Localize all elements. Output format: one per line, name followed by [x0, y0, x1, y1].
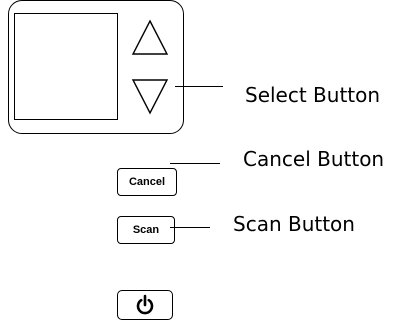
- cancel-button[interactable]: Cancel: [117, 168, 177, 196]
- power-icon: [136, 294, 154, 315]
- cancel-button-label-callout: Cancel Button: [243, 147, 385, 171]
- scan-button-label: Scan: [132, 224, 160, 236]
- power-button[interactable]: [117, 290, 173, 320]
- arrow-buttons: [131, 19, 169, 115]
- triangle-down-icon[interactable]: [131, 79, 169, 115]
- select-callout-line: [175, 86, 223, 87]
- triangle-up-icon[interactable]: [131, 19, 169, 55]
- cancel-button-label: Cancel: [128, 176, 166, 188]
- scan-button[interactable]: Scan: [117, 216, 175, 244]
- scan-callout-line: [170, 227, 210, 228]
- control-panel: [8, 0, 184, 134]
- select-button-label: Select Button: [245, 83, 381, 107]
- cancel-callout-line: [170, 163, 220, 164]
- scan-button-label-callout: Scan Button: [233, 212, 355, 236]
- display-screen: [14, 13, 118, 120]
